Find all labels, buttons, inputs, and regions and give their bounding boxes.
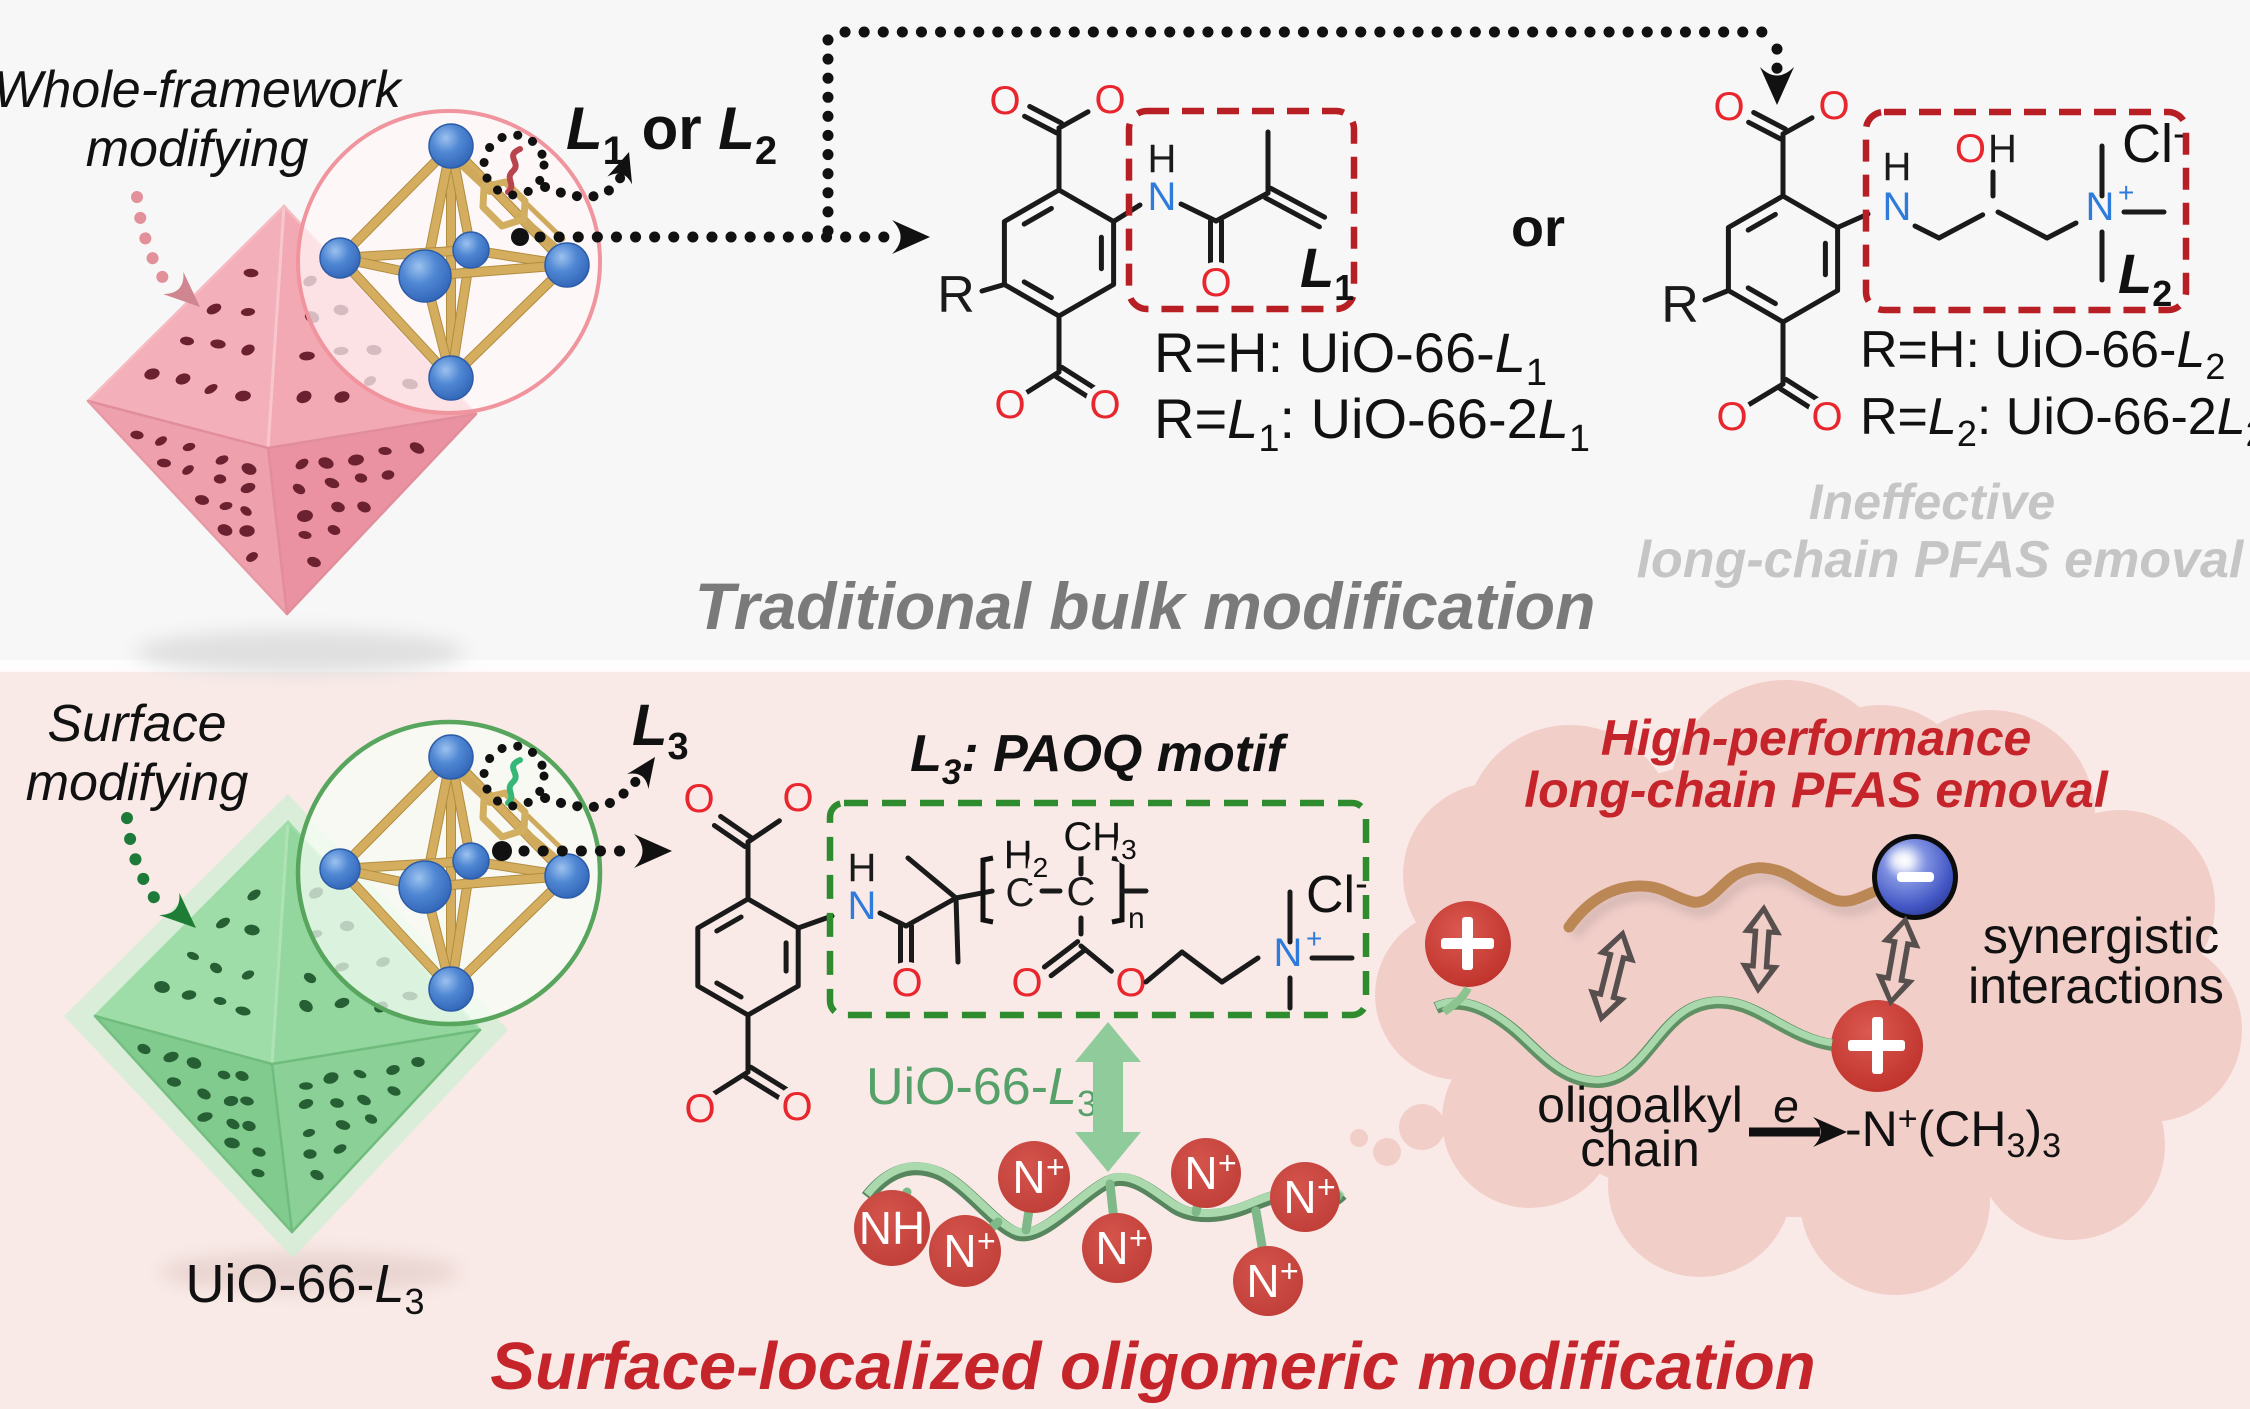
svg-text:modifying: modifying: [86, 120, 309, 178]
svg-text:O: O: [781, 1085, 812, 1129]
svg-text:N: N: [1283, 1171, 1316, 1223]
svg-text:H: H: [848, 846, 877, 890]
svg-text:O: O: [1716, 395, 1747, 439]
svg-text:R=L1: UiO-66-2L1: R=L1: UiO-66-2L1: [1154, 387, 1590, 460]
svg-text:O: O: [891, 961, 922, 1005]
svg-text:N: N: [1095, 1222, 1128, 1274]
svg-text:Ineffective: Ineffective: [1809, 474, 2055, 530]
svg-text:O: O: [994, 383, 1025, 427]
svg-text:H: H: [1988, 127, 2017, 171]
svg-text:L3: PAOQ motif: L3: PAOQ motif: [910, 725, 1288, 792]
svg-text:H: H: [1148, 137, 1177, 181]
svg-text:O: O: [1200, 261, 1231, 305]
svg-text:R: R: [937, 266, 975, 324]
svg-text:O: O: [683, 777, 714, 821]
svg-text:Whole-framework: Whole-framework: [0, 61, 404, 119]
svg-text:N: N: [1246, 1255, 1279, 1307]
svg-text:O: O: [989, 79, 1020, 123]
svg-text:R: R: [1661, 276, 1699, 334]
svg-text:N: N: [848, 884, 877, 928]
svg-text:O: O: [1955, 127, 1986, 171]
svg-text:long-chain PFAS emoval: long-chain PFAS emoval: [1524, 762, 2109, 818]
svg-text:O: O: [1115, 961, 1146, 1005]
svg-text:L1 or L2: L1 or L2: [566, 95, 777, 173]
svg-text:e: e: [1773, 1080, 1799, 1132]
svg-text:O: O: [782, 776, 813, 820]
svg-text:C: C: [1006, 871, 1035, 915]
svg-text:+: +: [1317, 1169, 1336, 1205]
svg-text:NH: NH: [859, 1202, 925, 1254]
svg-text:Surface: Surface: [47, 695, 226, 753]
svg-text:N: N: [1012, 1151, 1045, 1203]
svg-text:synergistic: synergistic: [1983, 908, 2219, 964]
svg-text:High-performance: High-performance: [1601, 710, 2032, 766]
svg-text:O: O: [1089, 383, 1120, 427]
svg-text:N: N: [1883, 185, 1912, 229]
svg-text:n: n: [1128, 902, 1145, 935]
svg-text:UiO-66-L3: UiO-66-L3: [185, 1254, 424, 1322]
svg-text:O: O: [1713, 85, 1744, 129]
svg-text:Surface-localized oligomeric m: Surface-localized oligomeric modificatio…: [490, 1329, 1815, 1404]
svg-text:R=H: UiO-66-L1: R=H: UiO-66-L1: [1154, 321, 1547, 394]
svg-text:N: N: [1184, 1147, 1217, 1199]
svg-text:or: or: [1511, 198, 1565, 258]
svg-text:+: +: [977, 1223, 996, 1259]
svg-text:O: O: [1818, 84, 1849, 128]
svg-text:O: O: [1811, 395, 1842, 439]
svg-text:N: N: [1274, 931, 1303, 975]
svg-text:oligoalkyl: oligoalkyl: [1537, 1077, 1743, 1133]
svg-text:-N+(CH3)3: -N+(CH3)3: [1845, 1100, 2061, 1165]
svg-text:interactions: interactions: [1968, 958, 2224, 1014]
svg-text:UiO-66-L3: UiO-66-L3: [866, 1058, 1097, 1124]
svg-text:modifying: modifying: [26, 754, 249, 812]
svg-text:O: O: [1094, 78, 1125, 122]
svg-text:N: N: [1148, 175, 1177, 219]
svg-text:R=H: UiO-66-L2: R=H: UiO-66-L2: [1860, 321, 2225, 387]
svg-text:+: +: [1306, 923, 1322, 954]
svg-text:+: +: [1218, 1145, 1237, 1181]
svg-text:Traditional bulk modification: Traditional bulk modification: [695, 569, 1596, 643]
svg-text:O: O: [1011, 961, 1042, 1005]
svg-text:C: C: [1067, 870, 1096, 914]
svg-text:long-chain PFAS emoval: long-chain PFAS emoval: [1637, 531, 2245, 589]
svg-text:+: +: [1280, 1253, 1299, 1289]
svg-text:+: +: [1046, 1149, 1065, 1185]
svg-text:+: +: [1129, 1220, 1148, 1256]
svg-text:R=L2: UiO-66-2L2: R=L2: UiO-66-2L2: [1860, 388, 2250, 454]
svg-text:N: N: [943, 1225, 976, 1277]
svg-text:H: H: [1883, 145, 1912, 189]
svg-text:+: +: [2118, 177, 2134, 208]
svg-text:O: O: [684, 1087, 715, 1131]
svg-text:chain: chain: [1580, 1121, 1700, 1177]
